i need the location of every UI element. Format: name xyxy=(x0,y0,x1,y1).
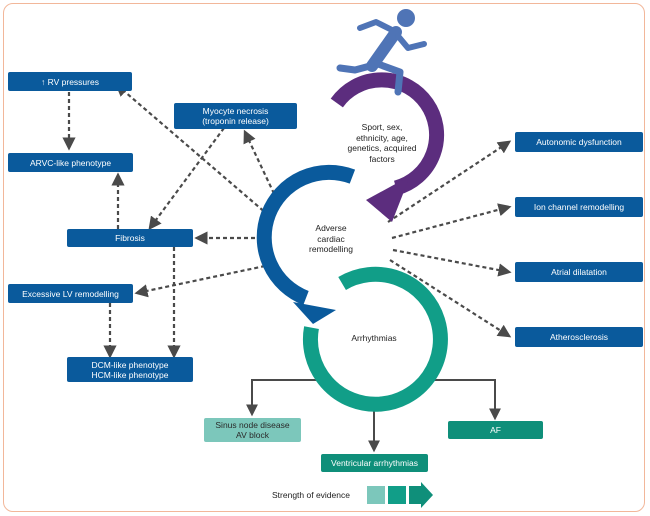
autonomic-dysfunction-box: Autonomic dysfunction xyxy=(515,132,643,152)
rv-pressures-box: ↑ RV pressures xyxy=(8,72,132,91)
purple-cycle-label: Sport, sex, ethnicity, age, genetics, ac… xyxy=(332,122,432,164)
runner-icon xyxy=(336,9,427,96)
purple-cycle-arrowhead xyxy=(366,176,410,222)
arrow-to-atrial xyxy=(392,248,512,277)
ventricular-arrhythmias-box: Ventricular arrhythmias xyxy=(321,454,428,472)
arrow-to-ion-channel xyxy=(391,203,512,240)
af-label: AF xyxy=(490,425,501,435)
blue-cycle-arc xyxy=(256,164,356,306)
arrow-remodelling-to-lv xyxy=(134,264,266,298)
arrow-to-af xyxy=(430,379,501,421)
purple-label-line-3: genetics, acquired xyxy=(347,143,417,153)
atherosclerosis-box: Atherosclerosis xyxy=(515,327,643,347)
purple-label-line-4: factors xyxy=(369,153,395,164)
arrow-to-atherosclerosis xyxy=(389,259,512,338)
ion-channel-label: Ion channel remodelling xyxy=(533,202,625,212)
ion-channel-box: Ion channel remodelling xyxy=(515,197,643,217)
legend-swatch-mid xyxy=(388,486,406,504)
legend-swatch-high xyxy=(409,482,433,508)
af-box: AF xyxy=(448,421,543,439)
dcm-hcm-box: DCM-like phenotype HCM-like phenotype xyxy=(67,357,193,382)
myocyte-necrosis-box: Myocyte necrosis (troponin release) xyxy=(174,103,297,129)
ventricular-arrhythmias-label: Ventricular arrhythmias xyxy=(331,458,418,468)
arrow-to-sinus xyxy=(246,379,318,417)
arrow-myocyte-to-fibrosis xyxy=(148,127,225,231)
rv-pressures-label: ↑ RV pressures xyxy=(41,76,99,87)
lv-remodelling-box: Excessive LV remodelling xyxy=(8,284,133,303)
blue-cycle-label: Adverse cardiac remodelling xyxy=(295,223,367,255)
hcm-phenotype-label: HCM-like phenotype xyxy=(91,369,169,380)
arvc-phenotype-label: ARVC-like phenotype xyxy=(29,157,112,168)
arvc-phenotype-box: ARVC-like phenotype xyxy=(8,153,133,172)
arrow-to-autonomic xyxy=(387,140,512,223)
dcm-phenotype-label: DCM-like phenotype xyxy=(91,359,169,370)
figure-frame xyxy=(3,3,645,512)
blue-label-line-2: cardiac xyxy=(317,233,345,244)
teal-cycle-label: Arrhythmias xyxy=(351,333,397,343)
fibrosis-box: Fibrosis xyxy=(67,229,193,247)
blue-label-line-1: Adverse xyxy=(315,223,347,233)
legend-label: Strength of evidence xyxy=(272,490,350,500)
sinus-node-box: Sinus node disease AV block xyxy=(204,418,301,442)
purple-label-line-1: Sport, sex, xyxy=(361,122,403,132)
legend-swatch-low xyxy=(367,486,385,504)
arrow-remodelling-to-myocyte xyxy=(243,129,278,201)
myocyte-necrosis-line-1: Myocyte necrosis xyxy=(202,106,269,116)
fibrosis-label: Fibrosis xyxy=(115,233,145,243)
purple-label-line-2: ethnicity, age, xyxy=(356,132,408,143)
purple-cycle-arc xyxy=(330,72,445,196)
sinus-node-line-1: Sinus node disease xyxy=(215,420,290,430)
blue-label-line-3: remodelling xyxy=(309,244,353,254)
sinus-node-line-2: AV block xyxy=(236,430,269,440)
atherosclerosis-label: Atherosclerosis xyxy=(549,332,609,342)
atrial-dilatation-box: Atrial dilatation xyxy=(515,262,643,282)
autonomic-dysfunction-label: Autonomic dysfunction xyxy=(536,137,622,147)
atrial-dilatation-label: Atrial dilatation xyxy=(551,267,607,277)
myocyte-necrosis-line-2: (troponin release) xyxy=(202,116,269,126)
lv-remodelling-label: Excessive LV remodelling xyxy=(22,288,119,299)
teal-cycle-arc xyxy=(302,266,448,412)
blue-cycle-arrowhead xyxy=(293,302,336,324)
